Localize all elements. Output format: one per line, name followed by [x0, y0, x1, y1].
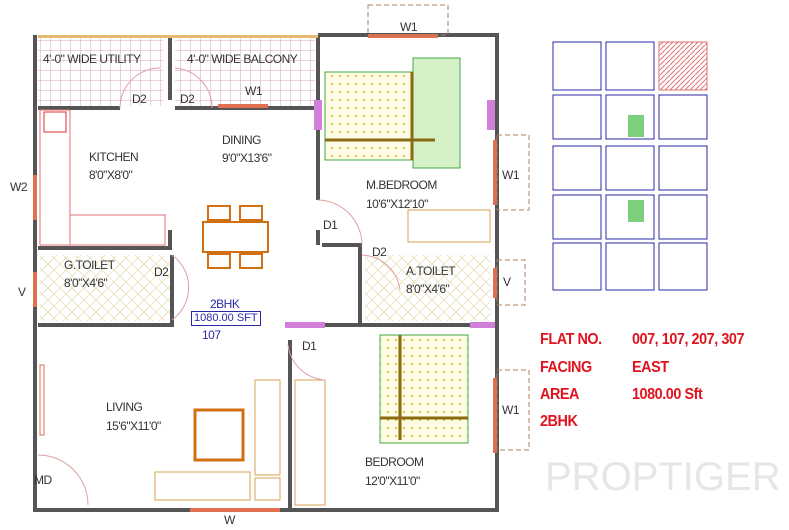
window-w1-bed: W1 [502, 403, 520, 417]
door-d1-bed: D1 [302, 339, 317, 353]
window-w1-top: W1 [400, 20, 418, 34]
kitchen-size: 8'0"X8'0" [89, 168, 133, 182]
living-size: 15'6"X11'0" [106, 419, 161, 433]
door-d2-utility: D2 [132, 92, 147, 106]
g-toilet-size: 8'0"X4'6" [64, 276, 108, 290]
flat-no-label: FLAT NO. [540, 331, 602, 348]
main-door: MD [34, 473, 52, 487]
master-bedroom-size: 10'6"X12'10" [366, 197, 428, 211]
highlighted-unit [658, 41, 708, 91]
window-w2: W2 [10, 180, 28, 194]
utility-label: 4'-0" WIDE UTILITY [43, 52, 141, 66]
door-d1-mbed: D1 [323, 218, 338, 232]
window-w: W [224, 513, 235, 527]
living-name: LIVING [106, 400, 143, 414]
a-toilet-name: A.TOILET [406, 264, 456, 278]
g-toilet-name: G.TOILET [64, 258, 115, 272]
watermark: PROPTIGER [545, 455, 781, 499]
window-w1-balcony: W1 [245, 84, 263, 98]
unit-type: 2BHK [210, 297, 240, 311]
balcony-label: 4'-0" WIDE BALCONY [187, 52, 298, 66]
door-d2-atoilet: D2 [372, 245, 387, 259]
bedroom-size: 12'0"X11'0" [365, 474, 420, 488]
bedroom-name: BEDROOM [365, 455, 424, 469]
vent-v-left: V [18, 285, 26, 299]
facing-value: EAST [632, 359, 669, 376]
unit-number: 107 [202, 328, 221, 342]
master-bedroom-name: M.BEDROOM [366, 178, 437, 192]
dining-size: 9'0"X13'6" [222, 151, 272, 165]
a-toilet-size: 8'0"X4'6" [406, 282, 450, 296]
type-label: 2BHK [540, 413, 578, 430]
key-plan [552, 41, 708, 291]
dining-name: DINING [222, 133, 262, 147]
unit-area-box: 1080.00 SFT [191, 311, 261, 326]
door-d2-balcony: D2 [180, 92, 195, 106]
door-d2-gtoilet: D2 [154, 265, 169, 279]
facing-label: FACING [540, 359, 592, 376]
window-w1-mbed: W1 [502, 168, 520, 182]
balcony-area [175, 38, 315, 106]
flat-no-value: 007, 107, 207, 307 [632, 331, 745, 348]
area-label: AREA [540, 386, 580, 403]
vent-v-right: V [503, 275, 511, 289]
kitchen-name: KITCHEN [89, 150, 139, 164]
area-value: 1080.00 Sft [632, 386, 703, 403]
